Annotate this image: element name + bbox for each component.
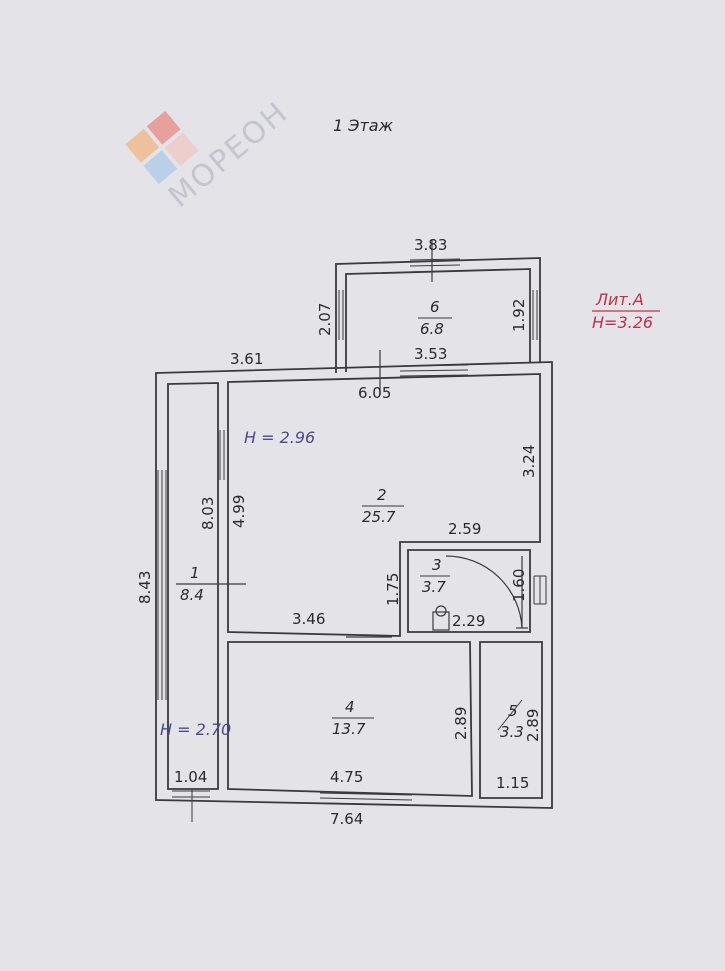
dim-top-total: 6.05: [358, 384, 391, 402]
dim-room5-side: 2.89: [524, 709, 542, 742]
litera-title: Лит.А: [595, 290, 644, 309]
floor-label: 1 Этаж: [333, 116, 394, 135]
dim-room4-bottom: 4.75: [330, 768, 363, 786]
dim-veranda-right: 1.92: [510, 299, 528, 332]
litera-height: H=3.26: [592, 313, 653, 332]
bath-door-swing: [445, 555, 528, 629]
dim-room2-left: 4.99: [230, 495, 248, 528]
room4-number: 4: [345, 698, 355, 716]
window-corridor-inner: [219, 430, 225, 480]
room2-wall: [227, 373, 541, 637]
dim-bath-right: 1.60: [510, 569, 528, 602]
room3-wall: [407, 549, 531, 633]
veranda-outer-wall: [335, 257, 541, 373]
logo-square-pink: [164, 132, 199, 167]
dim-room2-bottom: 3.46: [292, 610, 325, 628]
logo-square-orange: [125, 128, 160, 163]
dim-room4-right: 2.89: [452, 707, 470, 740]
room4-area: 13.7: [332, 720, 366, 738]
window-bath-right: [533, 575, 547, 605]
dim-veranda-width: 3.83: [414, 236, 447, 254]
room5-area: 3.3: [500, 723, 524, 741]
room1-number: 1: [190, 564, 200, 582]
window-veranda-left: [338, 290, 344, 340]
window-veranda-top: [409, 258, 461, 273]
room5-hatch: [497, 699, 523, 731]
moreon-logo: МОРЕОН: [125, 95, 295, 215]
room3-number: 3: [432, 556, 442, 574]
room1-area: 8.4: [180, 586, 204, 604]
room6-number: 6: [430, 298, 440, 316]
dim-bath-bottom: 2.29: [452, 612, 485, 630]
dim-corridor-bottom: 1.04: [174, 768, 207, 786]
windows: [157, 258, 547, 822]
room3-area: 3.7: [422, 578, 446, 596]
dim-veranda-inner: 3.53: [414, 345, 447, 363]
room-labels: 1 8.4 2 25.7 3 3.7 4 13.7 5 3.3 6 6.8: [180, 298, 524, 741]
height-corridor: H = 2.70: [160, 720, 231, 739]
dim-room5-bottom: 1.15: [496, 774, 529, 792]
window-corridor-left: [157, 470, 167, 700]
window-veranda-right: [532, 290, 538, 340]
window-room2-top: [399, 364, 469, 377]
dim-top-left: 3.61: [230, 350, 263, 368]
height-main: H = 2.96: [244, 428, 315, 447]
room5-number: 5: [508, 702, 518, 720]
dim-bath-left: 1.75: [384, 573, 402, 606]
dim-bottom-total: 7.64: [330, 810, 363, 828]
room2-area: 25.7: [362, 508, 396, 526]
dim-corridor-length: 8.03: [199, 497, 217, 530]
door-corridor-bottom: [172, 790, 210, 822]
outer-wall: [155, 361, 553, 809]
corridor-inner-wall: [167, 382, 219, 790]
dim-left-outer: 8.43: [136, 571, 154, 604]
room5-wall: [479, 641, 543, 799]
room4-wall: [227, 641, 473, 797]
room6-area: 6.8: [420, 320, 444, 338]
room2-number: 2: [377, 486, 387, 504]
dim-bath-top: 2.59: [448, 520, 481, 538]
logo-square-blue: [143, 150, 178, 185]
dimensions: 3.83 2.07 1.92 3.53 3.61 6.05 8.43 8.03 …: [136, 236, 542, 828]
logo-square-red: [146, 110, 181, 145]
toilet-icon: [432, 605, 450, 631]
dim-veranda-left: 2.07: [316, 303, 334, 336]
dim-room2-right: 3.24: [520, 445, 538, 478]
window-room4-bottom: [319, 792, 413, 806]
